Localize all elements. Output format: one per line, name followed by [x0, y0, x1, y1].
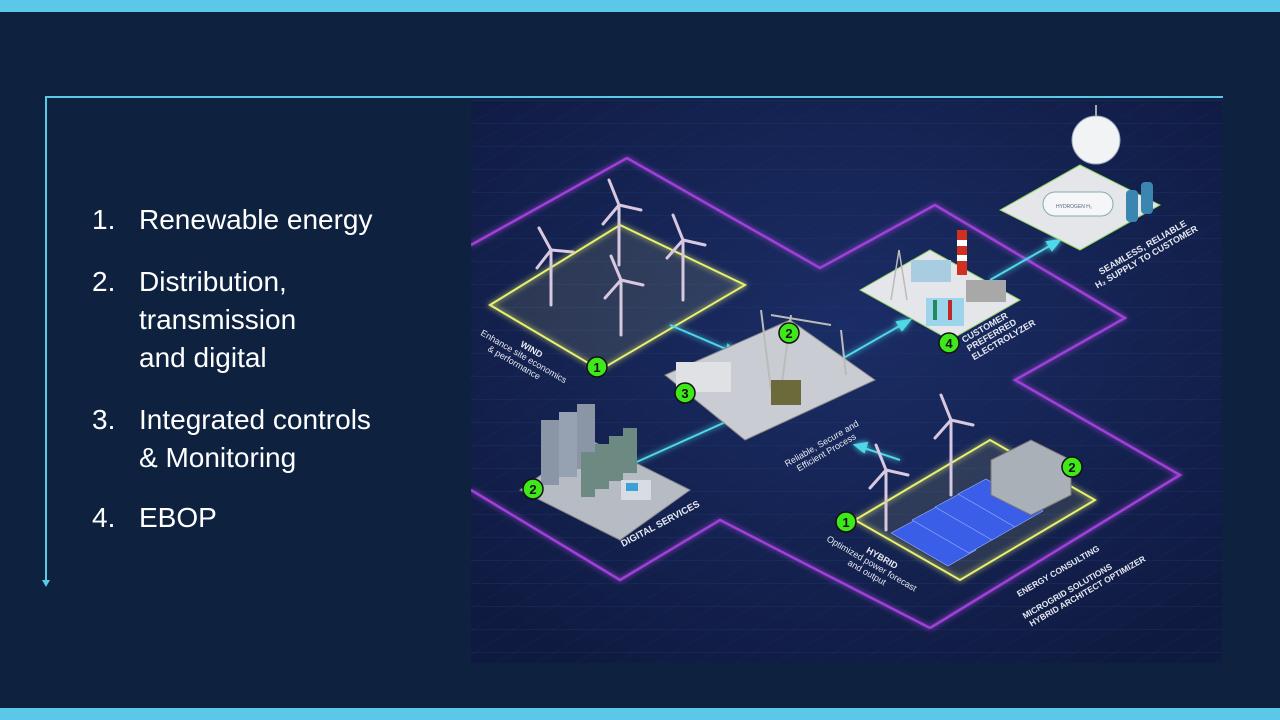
- svg-text:3: 3: [681, 386, 688, 401]
- svg-text:4: 4: [945, 336, 953, 351]
- list-text: Distribution, transmission and digital: [139, 263, 296, 377]
- badge-wind: 1: [586, 356, 608, 378]
- svg-text:2: 2: [785, 326, 792, 341]
- badge-substation-top: 2: [778, 322, 800, 344]
- generator: [966, 280, 1006, 302]
- badge-hybrid-storage: 2: [1061, 456, 1083, 478]
- list-line: Distribution,: [139, 266, 287, 297]
- top-accent-bar: [0, 0, 1280, 12]
- badge-electrolyzer: 4: [938, 332, 960, 354]
- badge-digital: 2: [522, 478, 544, 500]
- frame-arrow-icon: [42, 580, 50, 587]
- electrolyzer-building: [911, 260, 951, 282]
- svg-text:2: 2: [529, 482, 536, 497]
- solar-panels: [890, 478, 1044, 567]
- frame-line-vertical: [45, 96, 47, 582]
- chimney: [957, 230, 967, 275]
- hydrogen-tank-label: HYDROGEN H₂: [1056, 204, 1092, 210]
- wind-turbines: [535, 178, 975, 532]
- list-line: Integrated controls: [139, 404, 371, 435]
- gas-cylinder: [1126, 190, 1138, 222]
- electrolysis-tank: [926, 298, 964, 326]
- badge-substation-left: 3: [674, 382, 696, 404]
- list-line: and digital: [139, 342, 267, 373]
- list-text: Integrated controls & Monitoring: [139, 401, 371, 477]
- badge-hybrid: 1: [835, 511, 857, 533]
- pylon-icon: [890, 249, 908, 301]
- badges: 1 2 3 2 4 1 2: [522, 322, 1083, 533]
- svg-text:1: 1: [842, 515, 849, 530]
- list-number: 2.: [92, 266, 116, 297]
- list-number: 1.: [92, 204, 116, 235]
- hydrogen-value-chain-illustration: HYDROGEN H₂ 1 2 3 2 4 1 2 WIND Enhance s…: [470, 100, 1222, 663]
- gas-cylinder: [1141, 182, 1153, 214]
- boundary-path: [470, 156, 1183, 630]
- list-text: EBOP: [139, 502, 217, 533]
- svg-text:2: 2: [1068, 460, 1075, 475]
- list-number: 3.: [92, 404, 116, 435]
- electrolyzer-platform: [858, 249, 1022, 341]
- server-racks: [541, 404, 651, 500]
- frame-line-horizontal: [45, 96, 1223, 98]
- illustration-svg: HYDROGEN H₂ 1 2 3 2 4 1 2 WIND Enhance s…: [470, 100, 1222, 663]
- spherical-tank: [1071, 115, 1121, 165]
- bottom-accent-bar: [0, 708, 1280, 720]
- wind-site-outline: [488, 223, 748, 372]
- battery-storage-container: [990, 439, 1072, 516]
- hydrogen-tank: [1042, 191, 1114, 217]
- svg-text:1: 1: [593, 360, 600, 375]
- list-text: Renewable energy: [139, 204, 373, 235]
- transformer: [771, 380, 801, 405]
- list-line: transmission: [139, 304, 297, 335]
- list-line: & Monitoring: [139, 442, 297, 473]
- list-number: 4.: [92, 502, 116, 533]
